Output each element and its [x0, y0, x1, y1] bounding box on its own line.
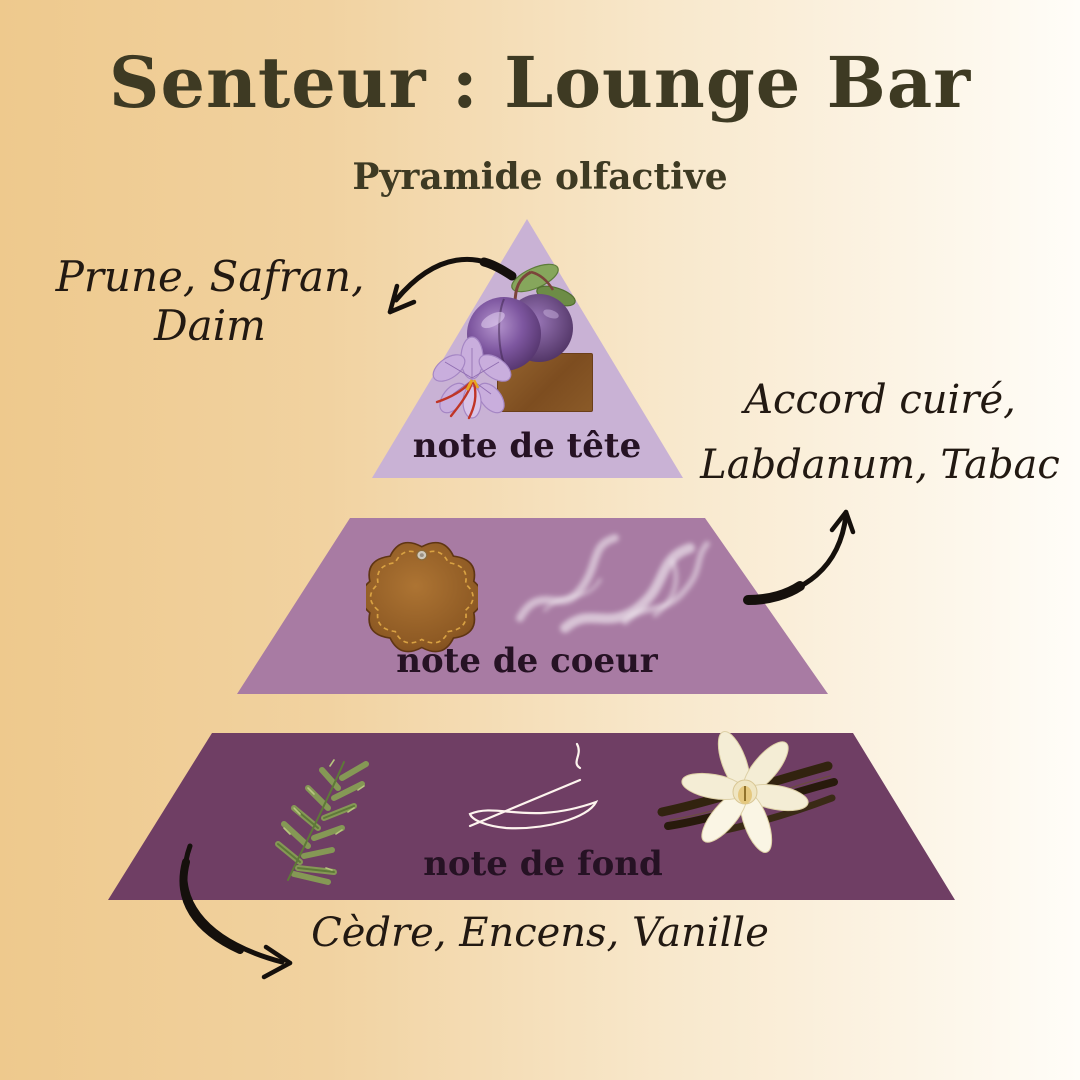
heart-notes-line1: Accord cuiré, — [744, 377, 1016, 423]
heart-notes-line2: Labdanum, Tabac — [700, 441, 1060, 488]
tier-top-label: note de tête — [412, 426, 642, 466]
cedar-branch-icon — [275, 759, 369, 885]
tier-base-label: note de fond — [423, 844, 663, 884]
top-notes-text: Prune, Safran, Daim — [55, 252, 365, 350]
page-subtitle: Pyramide olfactive — [352, 156, 728, 198]
base-notes-text: Cèdre, Encens, Vanille — [311, 910, 769, 956]
leather-patch-icon — [366, 541, 478, 653]
plum-icon — [467, 263, 576, 371]
saffron-flower-icon — [432, 336, 512, 420]
page-title: Senteur : Lounge Bar — [108, 41, 972, 124]
incense-stick-icon — [468, 742, 599, 830]
smoke-icon — [516, 534, 710, 633]
tier-heart-label: note de coeur — [396, 641, 658, 681]
heart-notes-text: Accord cuiré, Labdanum, Tabac — [695, 368, 1065, 498]
vanilla-flower-icon — [657, 731, 838, 853]
